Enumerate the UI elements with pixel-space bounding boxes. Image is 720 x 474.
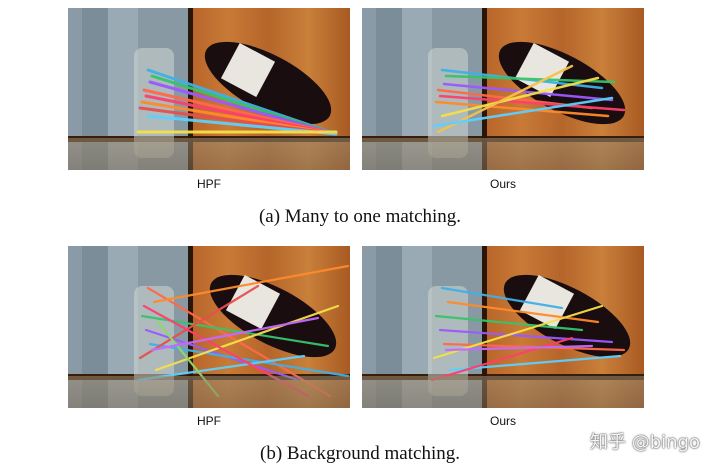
match-lines-a-hpf [134,41,338,158]
image-b-ours [362,246,644,408]
match-lines-b-hpf [134,264,350,398]
image-a-ours [362,8,644,170]
label-a-ours: Ours [489,177,516,191]
label-b-hpf: HPF [197,414,221,428]
image-a-hpf [68,8,350,170]
caption-b: (b) Background matching. [260,443,460,464]
caption-a: (a) Many to one matching. [258,206,462,227]
label-b-ours: Ours [489,414,516,428]
match-lines-a-ours [428,41,626,158]
label-a-hpf: HPF [197,177,221,191]
image-b-hpf [68,246,350,408]
match-lines-b-ours [428,274,631,396]
watermark: 知乎 @bingo [590,432,700,453]
